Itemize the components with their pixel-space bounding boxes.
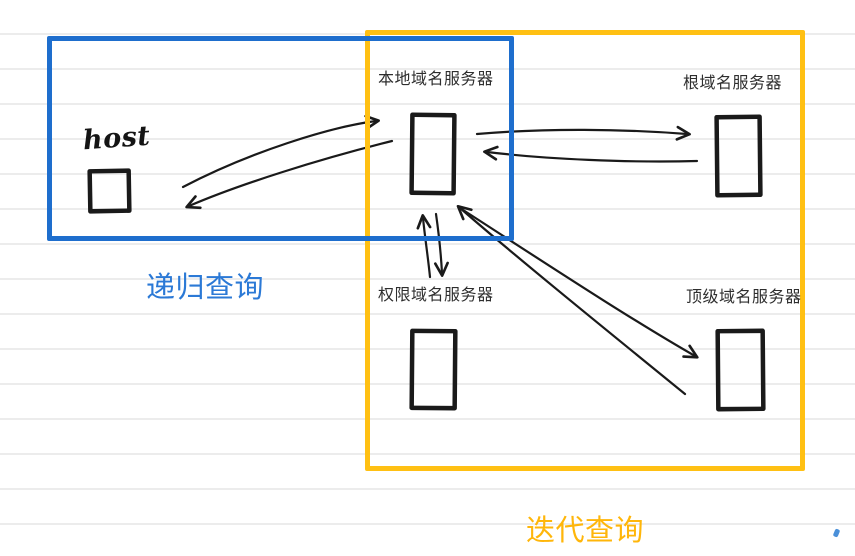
recursive-query-region-outline	[47, 36, 514, 241]
iterative-query-label: 迭代查询	[526, 513, 645, 547]
arrow-local-to-root	[475, 125, 691, 141]
authoritative-dns-box	[409, 328, 458, 411]
arrow-local-to-tld	[458, 206, 699, 359]
iterative-query-region-outline	[365, 30, 805, 471]
arrow-tld-to-local	[456, 204, 687, 396]
arrow-auth-to-local	[416, 214, 432, 279]
root-dns-label: 根域名服务器	[683, 73, 783, 92]
host-box	[87, 168, 132, 214]
host-label: host	[82, 120, 152, 157]
tld-dns-box	[715, 328, 766, 412]
root-dns-box	[714, 114, 763, 198]
local-dns-label: 本地域名服务器	[378, 69, 494, 88]
local-dns-box	[409, 112, 457, 196]
tld-dns-label: 顶级域名服务器	[686, 287, 802, 306]
arrow-local-to-auth	[433, 212, 449, 277]
recursive-query-label: 递归查询	[146, 270, 265, 304]
authoritative-dns-label: 权限域名服务器	[378, 285, 494, 304]
arrow-host-to-local	[181, 114, 380, 189]
